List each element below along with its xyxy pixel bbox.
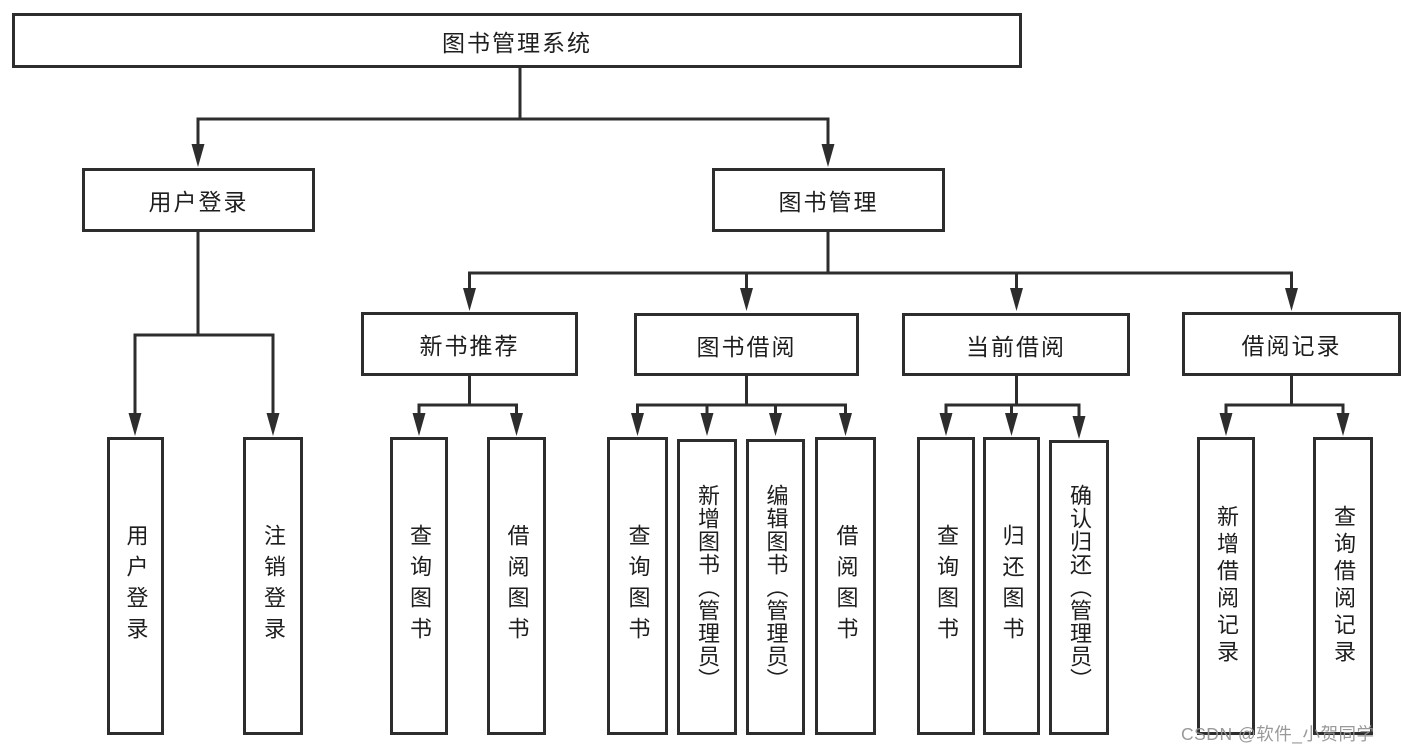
- leaf-edit-book-admin: 编辑图书（管理员）: [746, 439, 805, 735]
- node-label: 图书管理系统: [442, 29, 592, 56]
- node-label: 借阅记录: [1241, 333, 1342, 359]
- node-current-borrowing: 当前借阅: [902, 313, 1130, 376]
- node-label: 新增图书（管理员）: [695, 483, 720, 691]
- node-book-management: 图书管理: [712, 168, 945, 232]
- leaf-add-borrow-record: 新增借阅记录: [1197, 437, 1255, 735]
- node-label: 借阅图书: [833, 524, 859, 648]
- node-new-book-recommend: 新书推荐: [361, 312, 578, 376]
- leaf-query-books-current: 查询图书: [917, 437, 975, 735]
- node-label: 新增借阅记录: [1214, 505, 1239, 667]
- node-label: 注销登录: [261, 524, 286, 648]
- node-system-root: 图书管理系统: [12, 13, 1022, 68]
- node-label: 归还图书: [999, 524, 1025, 648]
- node-label: 图书借阅: [696, 333, 797, 360]
- node-label: 当前借阅: [966, 333, 1066, 360]
- node-label: 查询图书: [407, 524, 432, 648]
- leaf-add-book-admin: 新增图书（管理员）: [677, 439, 737, 735]
- leaf-query-books-recommend: 查询图书: [390, 437, 448, 735]
- node-label: 编辑图书（管理员）: [763, 483, 789, 691]
- node-label: 确认归还（管理员）: [1067, 484, 1092, 691]
- node-borrowing-records: 借阅记录: [1182, 312, 1401, 376]
- leaf-confirm-return-admin: 确认归还（管理员）: [1049, 440, 1109, 735]
- node-label: 用户登录: [123, 524, 149, 648]
- node-label: 新书推荐: [419, 333, 520, 359]
- node-label: 查询图书: [934, 524, 959, 648]
- leaf-query-borrow-record: 查询借阅记录: [1313, 437, 1373, 735]
- leaf-logout: 注销登录: [243, 437, 303, 735]
- node-label: 借阅图书: [504, 524, 530, 648]
- node-label: 查询借阅记录: [1331, 505, 1356, 667]
- watermark: CSDN @软件_小贺同学: [1181, 724, 1375, 744]
- node-user-login: 用户登录: [82, 168, 315, 232]
- node-label: 查询图书: [625, 524, 651, 648]
- node-label: 图书管理: [778, 189, 879, 215]
- leaf-user-login: 用户登录: [107, 437, 164, 735]
- leaf-return-book: 归还图书: [983, 437, 1040, 735]
- leaf-borrow-books-borrowing: 借阅图书: [815, 437, 876, 735]
- node-book-borrowing: 图书借阅: [634, 313, 859, 376]
- leaf-query-books-borrowing: 查询图书: [607, 437, 668, 735]
- node-label: 用户登录: [148, 189, 249, 215]
- leaf-borrow-books-recommend: 借阅图书: [487, 437, 546, 735]
